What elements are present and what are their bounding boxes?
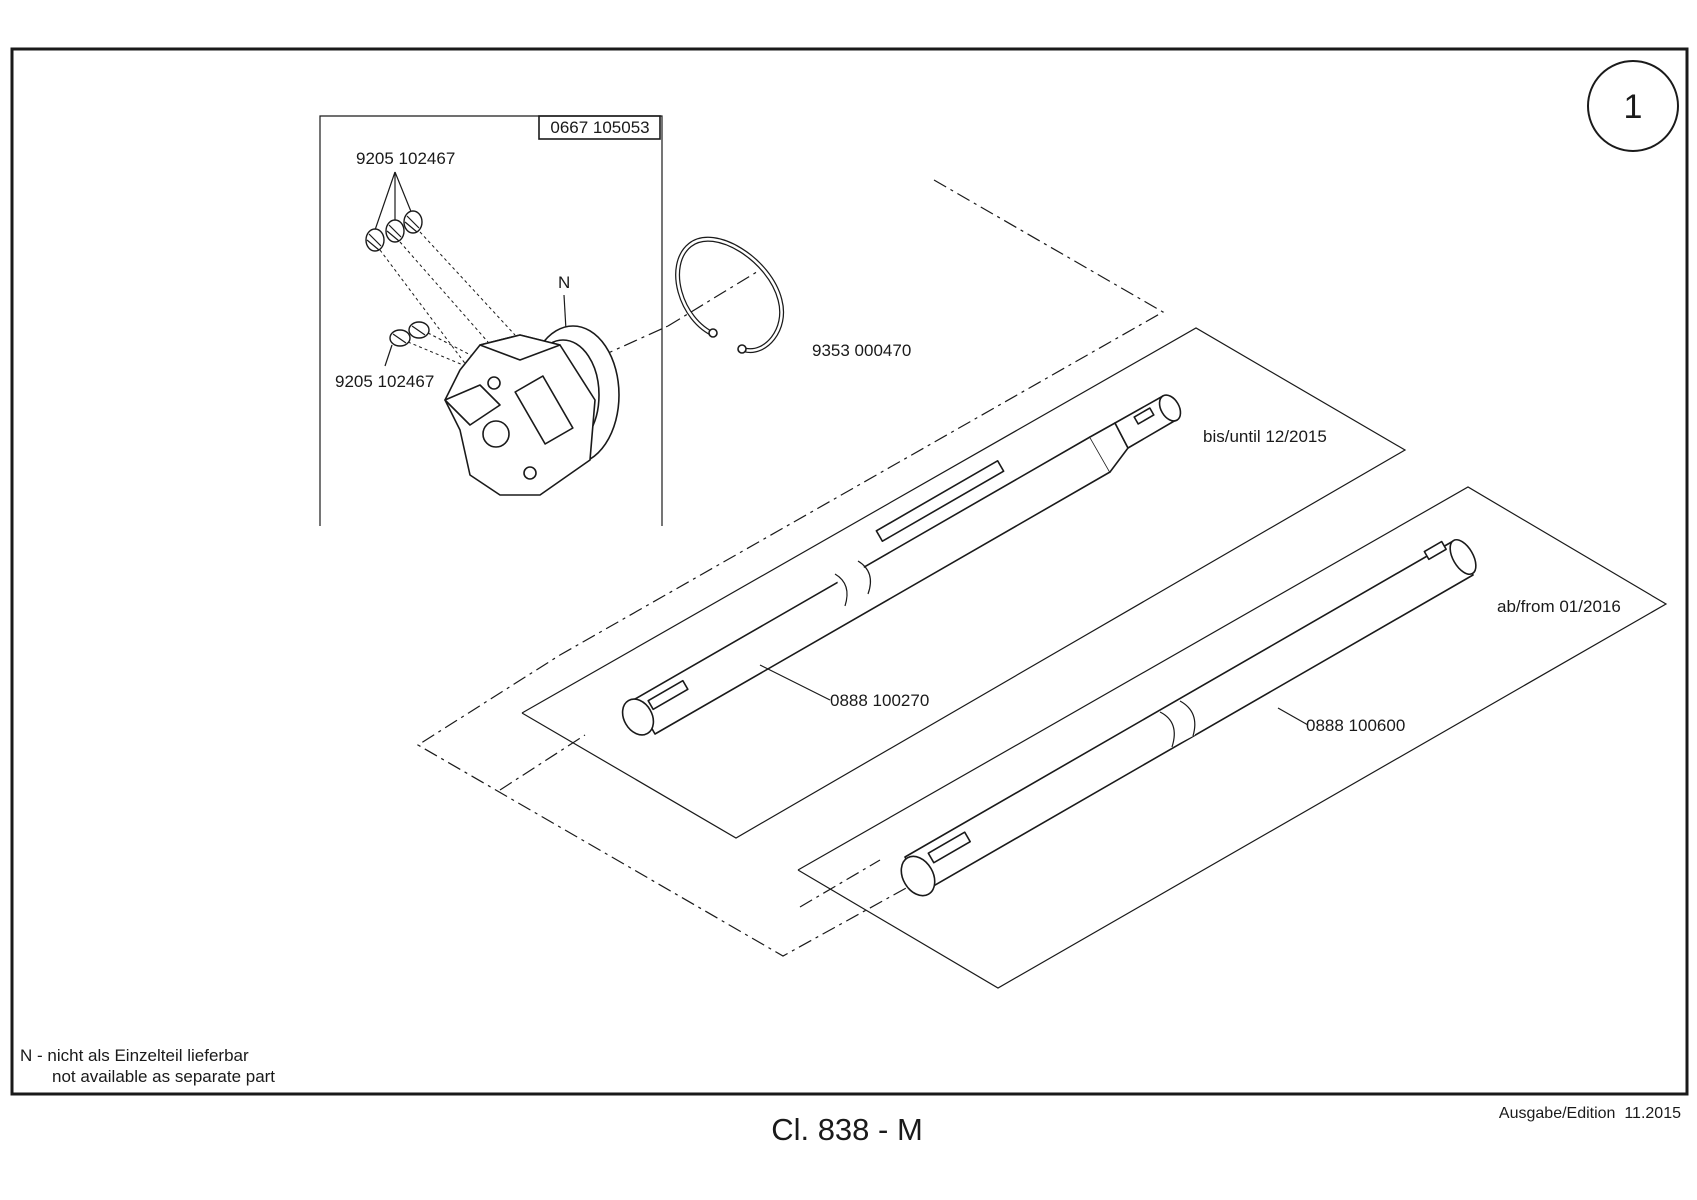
hub-assembly: N (444, 273, 620, 496)
variant-until-label: bis/until 12/2015 (1203, 427, 1327, 446)
retaining-ring-label: 9353 000470 (812, 341, 911, 360)
set-screws-lower: 9205 102467 (335, 321, 491, 391)
assembly-group-box: 0667 105053 (319, 115, 663, 526)
sheet-number-badge: 1 (1587, 60, 1679, 152)
set-screws-upper: 9205 102467 (356, 149, 516, 371)
variant-from-label: ab/from 01/2016 (1497, 597, 1621, 616)
set-screw-icon (403, 210, 423, 234)
set-screw-icon (389, 329, 411, 347)
shaft-planes (521, 327, 1668, 989)
set-screw-icon (385, 219, 405, 243)
shaft-from-label: 0888 100600 (1306, 716, 1405, 735)
explosion-axes (416, 179, 1165, 957)
footer-title: Cl. 838 - M (771, 1112, 923, 1147)
sheet-number: 1 (1624, 88, 1643, 126)
set-screw-icon (365, 228, 385, 252)
footer-edition: Ausgabe/Edition 11.2015 (1499, 1105, 1681, 1122)
legend-line-1: N - nicht als Einzelteil lieferbar (20, 1046, 249, 1065)
assembly-part-number: 0667 105053 (550, 118, 649, 137)
shaft-until-label: 0888 100270 (830, 691, 929, 710)
set-screw-icon (408, 321, 430, 339)
shaft-until-2015: 0888 100270 bis/until 12/2015 (621, 394, 1327, 736)
legend: N - nicht als Einzelteil lieferbar not a… (20, 1046, 275, 1086)
drawing-frame (10, 47, 1689, 1096)
retaining-ring: 9353 000470 (675, 236, 911, 360)
shaft-from-2016: 0888 100600 ab/from 01/2016 (900, 539, 1621, 897)
set-screws-lower-label: 9205 102467 (335, 372, 434, 391)
set-screws-upper-label: 9205 102467 (356, 149, 455, 168)
hub-marker: N (558, 273, 570, 292)
legend-line-2: not available as separate part (52, 1067, 275, 1086)
